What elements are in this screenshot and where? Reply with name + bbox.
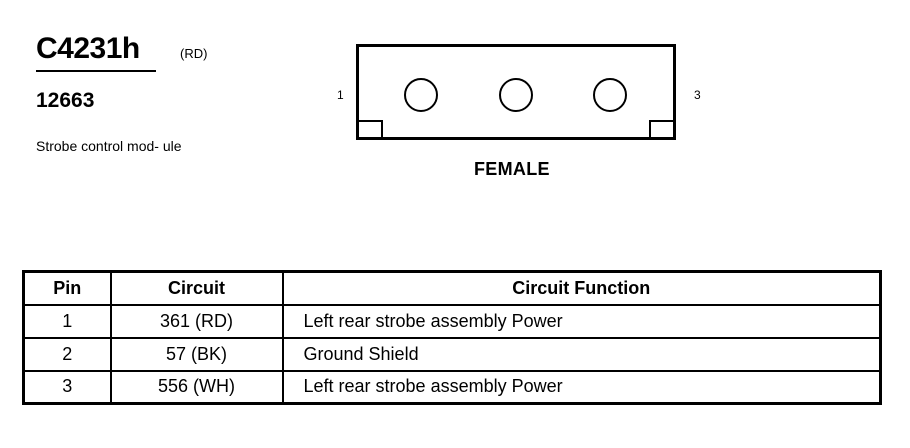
cell-pin: 2 — [22, 336, 112, 372]
table-row: 1 361 (RD) Left rear strobe assembly Pow… — [22, 303, 882, 339]
cell-circuit-function: Left rear strobe assembly Power — [281, 369, 882, 405]
cell-pin: 1 — [22, 303, 112, 339]
connector-description: Strobe control mod- ule — [36, 138, 182, 154]
connector-id: C4231h — [36, 32, 156, 72]
header-circuit-function: Circuit Function — [281, 270, 882, 306]
table-row: 2 57 (BK) Ground Shield — [22, 336, 882, 372]
table-header-row: Pin Circuit Circuit Function — [22, 270, 882, 306]
pin-hole-1 — [404, 78, 438, 112]
pin-hole-3 — [593, 78, 627, 112]
connector-gender-label: FEMALE — [474, 159, 550, 179]
header-circuit: Circuit — [109, 270, 284, 306]
table-row: 3 556 (WH) Left rear strobe assembly Pow… — [22, 369, 882, 405]
pinout-table: Pin Circuit Circuit Function 1 361 (RD) … — [22, 270, 882, 405]
cell-circuit-function: Left rear strobe assembly Power — [281, 303, 882, 339]
color-code: (RD) — [180, 46, 208, 61]
cell-circuit-function: Ground Shield — [281, 336, 882, 372]
pin-label-left: 1 — [337, 88, 344, 102]
pin-hole-2 — [499, 78, 533, 112]
part-number: 12663 — [36, 89, 95, 112]
key-notch-left — [359, 120, 383, 137]
connector-face-diagram — [356, 44, 676, 140]
cell-circuit: 361 (RD) — [109, 303, 284, 339]
cell-circuit: 556 (WH) — [109, 369, 284, 405]
cell-pin: 3 — [22, 369, 112, 405]
header-pin: Pin — [22, 270, 112, 306]
pin-label-right: 3 — [694, 88, 701, 102]
key-notch-right — [649, 120, 673, 137]
cell-circuit: 57 (BK) — [109, 336, 284, 372]
